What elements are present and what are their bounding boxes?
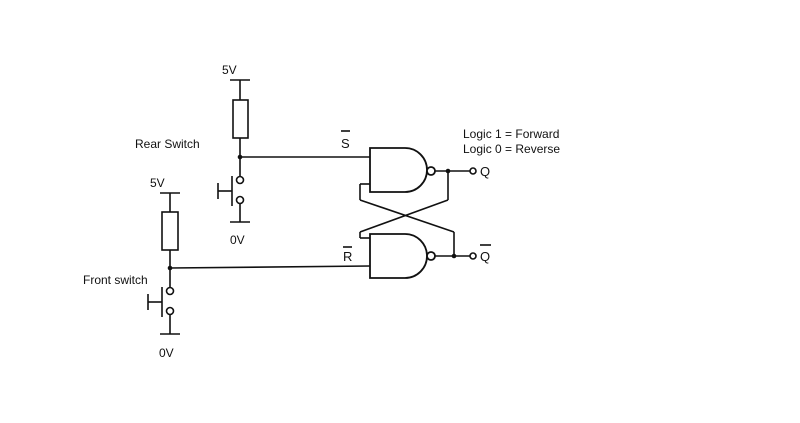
front-pullup-resistor [161,211,179,251]
r-bar-label: R [343,249,352,264]
rear-switch-label: Rear Switch [135,137,200,151]
q-output-terminal [469,167,477,175]
nand-top-bubble [426,166,436,176]
front-switch-terminal-top [165,286,175,296]
front-signal-wire [169,265,371,269]
s-bar-label: S [341,136,350,151]
qbar-output-label: Q [480,249,490,264]
front-switch-circuit [147,192,371,335]
nand-gate-top [369,147,436,193]
rear-switch-terminal-bottom [235,195,245,205]
nand-bottom-bubble [426,251,436,261]
front-switch-terminal-bottom [165,306,175,316]
q-feedback-cross [359,199,449,233]
rear-switch-terminal-top [235,175,245,185]
rear-supply-label: 5V [222,63,237,77]
nand-top-body [369,147,428,193]
front-switch-label: Front switch [83,273,148,287]
q-output-label: Q [480,164,490,179]
rear-ground-label: 0V [230,233,245,247]
cross-coupling [359,167,477,260]
rear-switch-circuit [217,79,370,223]
rear-junction-dot [237,154,243,160]
nand-bottom-body [369,233,428,279]
rear-pullup-resistor [232,99,249,139]
logic-0-note: Logic 0 = Reverse [463,142,560,156]
logic-1-note: Logic 1 = Forward [463,127,559,141]
qbar-output-terminal [469,252,477,260]
front-supply-label: 5V [150,176,165,190]
qbar-feedback-cross [359,199,455,233]
nand-gate-bottom [369,233,436,279]
front-junction-dot [167,265,173,271]
front-ground-label: 0V [159,346,174,360]
